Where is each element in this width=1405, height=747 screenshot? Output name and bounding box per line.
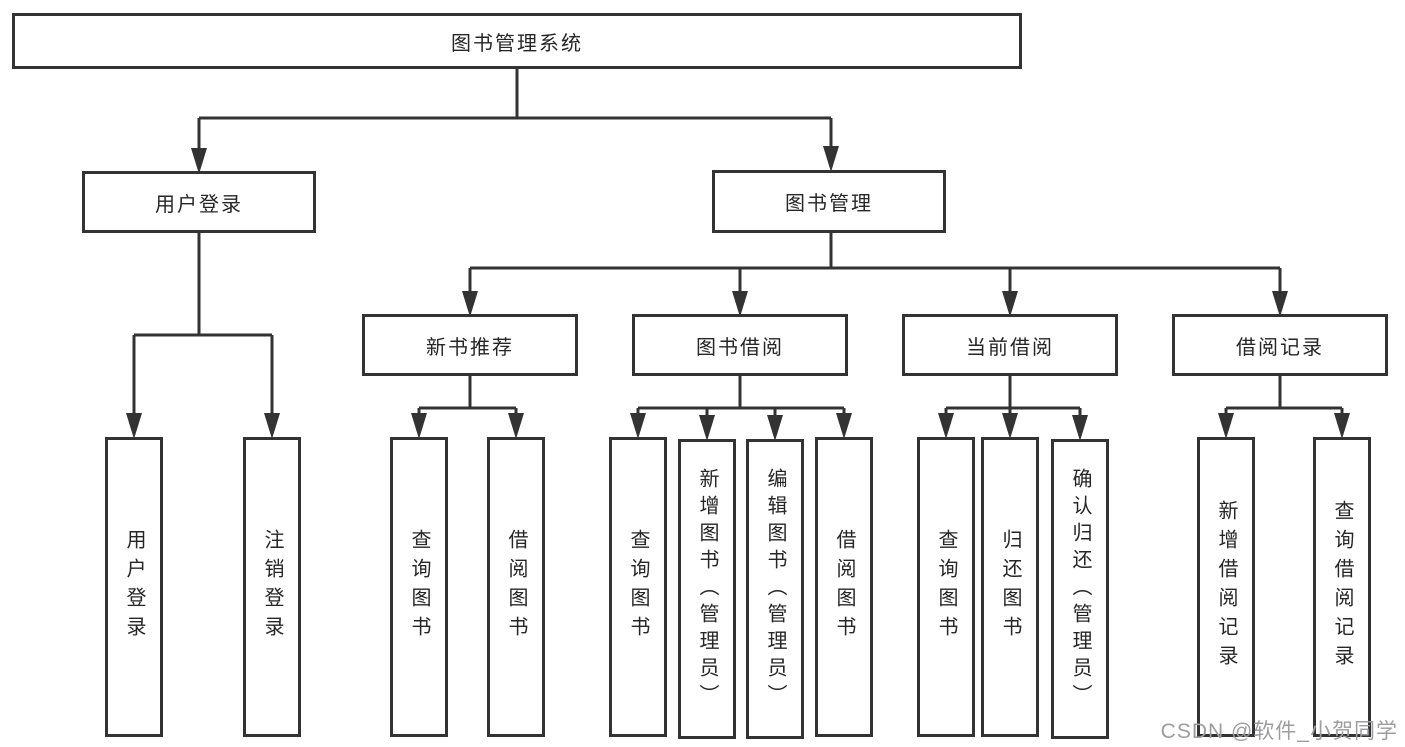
- node-user-login: 用户登录: [82, 171, 316, 233]
- node-book-borrow-label: 图书借阅: [696, 336, 784, 359]
- leaf-current-confirm-admin-label: 确认归还（管理员）: [1069, 467, 1091, 711]
- node-new-book-recommend-label: 新书推荐: [426, 336, 514, 359]
- leaf-current-return-label: 归还图书: [999, 529, 1021, 645]
- leaf-borrow-book-label: 借阅图书: [833, 529, 855, 645]
- node-book-management: 图书管理: [712, 170, 946, 233]
- node-user-login-label: 用户登录: [155, 193, 243, 216]
- leaf-current-query-label: 查询图书: [935, 529, 957, 645]
- leaf-borrow-book: 借阅图书: [815, 437, 873, 737]
- leaf-borrow-query: 查询图书: [609, 437, 667, 737]
- node-book-management-label: 图书管理: [785, 193, 873, 215]
- leaf-borrow-add-admin-label: 新增图书（管理员）: [696, 467, 718, 711]
- leaf-borrow-query-label: 查询图书: [627, 529, 649, 645]
- node-new-book-recommend: 新书推荐: [362, 314, 578, 376]
- node-root-system: 图书管理系统: [12, 13, 1022, 69]
- leaf-current-confirm-admin: 确认归还（管理员）: [1051, 439, 1109, 739]
- arrowhead-icons: [126, 146, 1350, 441]
- node-borrow-record: 借阅记录: [1172, 314, 1388, 376]
- node-current-borrow: 当前借阅: [902, 314, 1118, 376]
- leaf-current-return: 归还图书: [981, 437, 1039, 737]
- leaf-newbook-borrow: 借阅图书: [487, 437, 545, 737]
- node-root-label: 图书管理系统: [451, 32, 583, 55]
- csdn-watermark: CSDN @软件_小贺同学: [1160, 720, 1398, 743]
- leaf-record-query-label: 查询借阅记录: [1331, 500, 1353, 674]
- leaf-logout-label: 注销登录: [261, 529, 283, 645]
- leaf-newbook-query: 查询图书: [390, 437, 448, 737]
- leaf-borrow-edit-admin-label: 编辑图书（管理员）: [764, 467, 786, 711]
- leaf-borrow-edit-admin: 编辑图书（管理员）: [746, 439, 804, 739]
- leaf-user-login-label: 用户登录: [123, 529, 145, 645]
- leaf-newbook-borrow-label: 借阅图书: [505, 529, 527, 645]
- leaf-record-add: 新增借阅记录: [1197, 437, 1255, 737]
- leaf-borrow-add-admin: 新增图书（管理员）: [678, 439, 736, 739]
- leaf-record-query: 查询借阅记录: [1313, 437, 1371, 737]
- node-book-borrow: 图书借阅: [632, 314, 848, 376]
- leaf-record-add-label: 新增借阅记录: [1215, 500, 1237, 674]
- node-current-borrow-label: 当前借阅: [966, 336, 1054, 359]
- leaf-newbook-query-label: 查询图书: [408, 529, 430, 645]
- leaf-user-login: 用户登录: [105, 437, 163, 737]
- node-borrow-record-label: 借阅记录: [1236, 336, 1324, 359]
- leaf-current-query: 查询图书: [917, 437, 975, 737]
- leaf-logout: 注销登录: [243, 437, 301, 737]
